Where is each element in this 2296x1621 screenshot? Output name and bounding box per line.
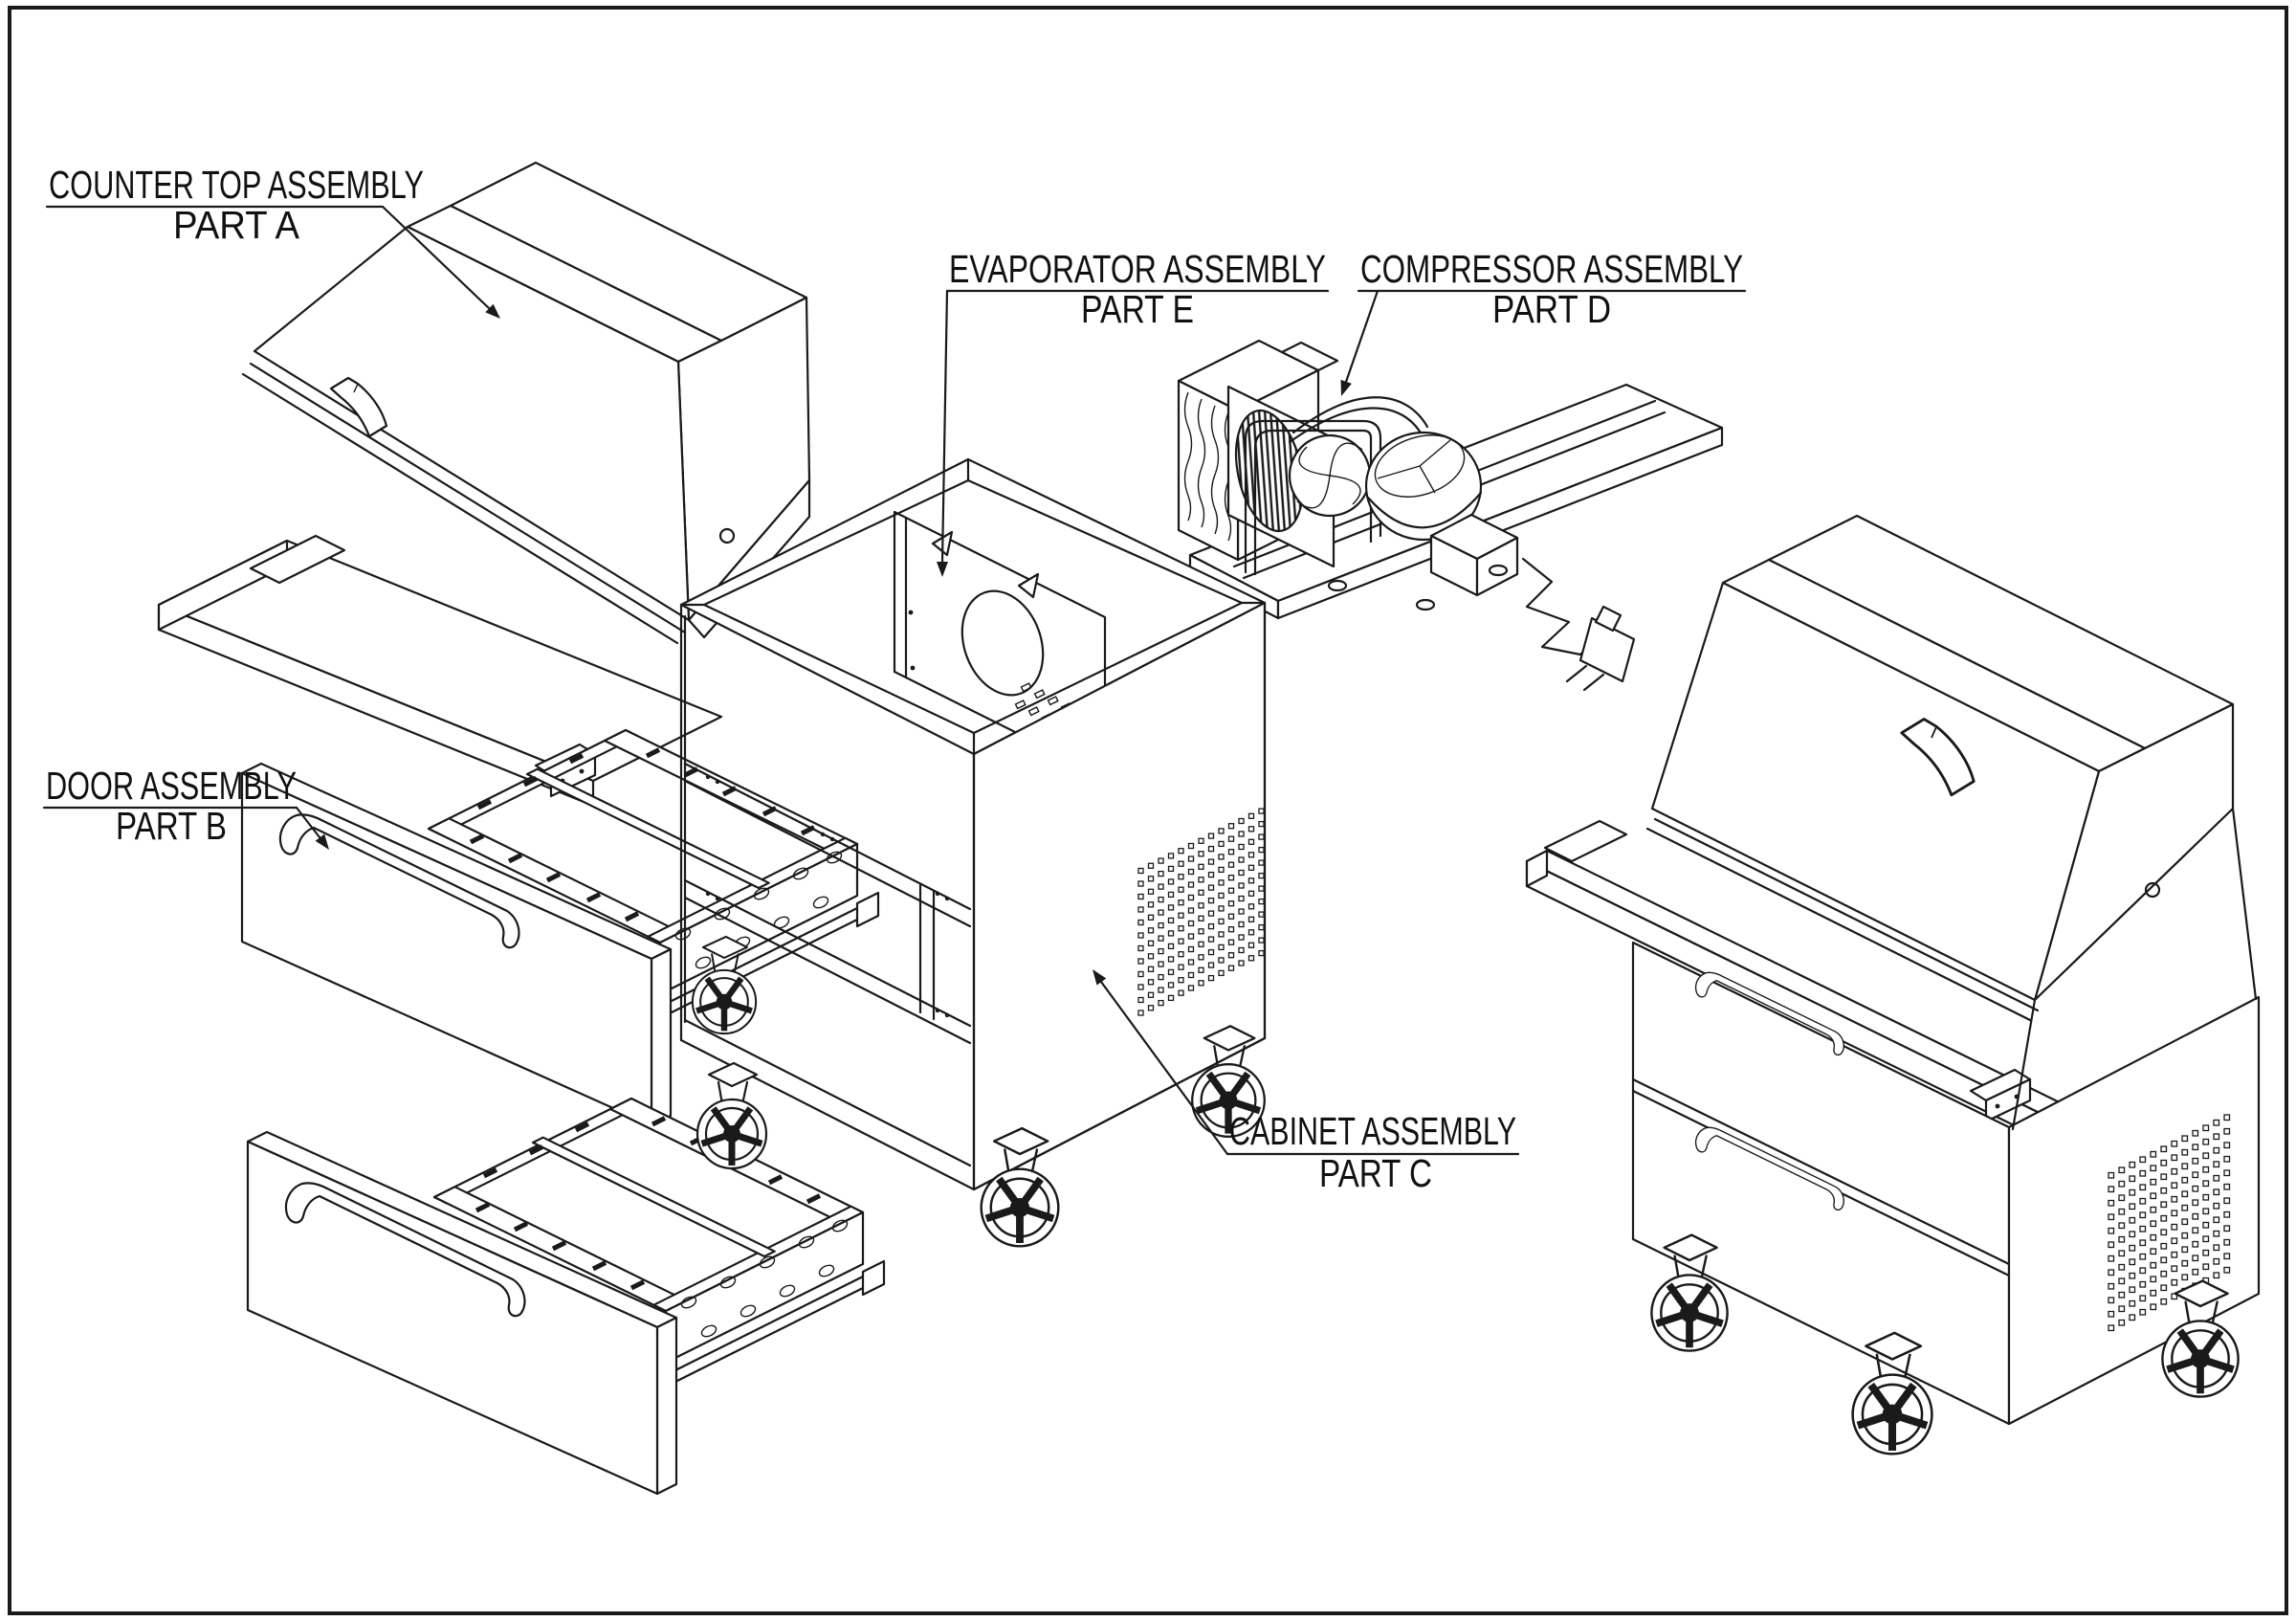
coil-fins	[1183, 391, 1233, 542]
compressor-assembly-drawing	[1177, 339, 1724, 692]
countertop-label-part: PART A	[173, 203, 300, 247]
evaporator-label-title: EVAPORATOR ASSEMBLY	[949, 247, 1326, 291]
power-cord	[1521, 557, 1636, 692]
evaporator-panel	[893, 510, 1107, 779]
fan-blade	[1288, 433, 1372, 518]
assembled-unit-drawing	[1525, 514, 2261, 1454]
countertop-label: COUNTER TOP ASSEMBLY PART A	[45, 163, 500, 319]
evaporator-label-part: PART E	[1081, 287, 1194, 331]
door-label-part: PART B	[116, 804, 227, 848]
door-label-title: DOOR ASSEMBLY	[46, 764, 297, 808]
compressor-dome	[1364, 431, 1483, 542]
cabinet-label-title: CABINET ASSEMBLY	[1229, 1109, 1516, 1153]
cabinet-label-part: PART C	[1319, 1151, 1432, 1195]
door-label: DOOR ASSEMBLY PART B	[42, 764, 329, 850]
compressor-label: COMPRESSOR ASSEMBLY PART D	[1340, 247, 1747, 396]
countertop-leader-arrow	[485, 303, 500, 319]
compressor-label-title: COMPRESSOR ASSEMBLY	[1360, 247, 1743, 291]
compressor-label-part: PART D	[1492, 287, 1611, 331]
cabinet-leader-arrow	[1093, 969, 1107, 986]
cabinet-label: CABINET ASSEMBLY PART C	[1093, 969, 1520, 1195]
louver-grid	[1137, 808, 1265, 1016]
door-leader-arrow	[315, 833, 329, 850]
page-border	[8, 6, 2288, 1615]
drawer-slide-rails	[683, 614, 972, 1167]
compressor-leader-arrow	[1340, 379, 1352, 396]
countertop-label-title: COUNTER TOP ASSEMBLY	[49, 163, 424, 207]
countertop-assembly-drawing	[157, 161, 811, 808]
evaporator-label: EVAPORATOR ASSEMBLY PART E	[937, 247, 1330, 577]
evaporator-leader-arrow	[937, 562, 948, 577]
door-assembly-drawings	[242, 730, 884, 1494]
cabinet-assembly-drawing	[679, 457, 1265, 1246]
labels-layer: COUNTER TOP ASSEMBLY PART A DOOR ASSEMBL…	[42, 163, 1747, 1195]
